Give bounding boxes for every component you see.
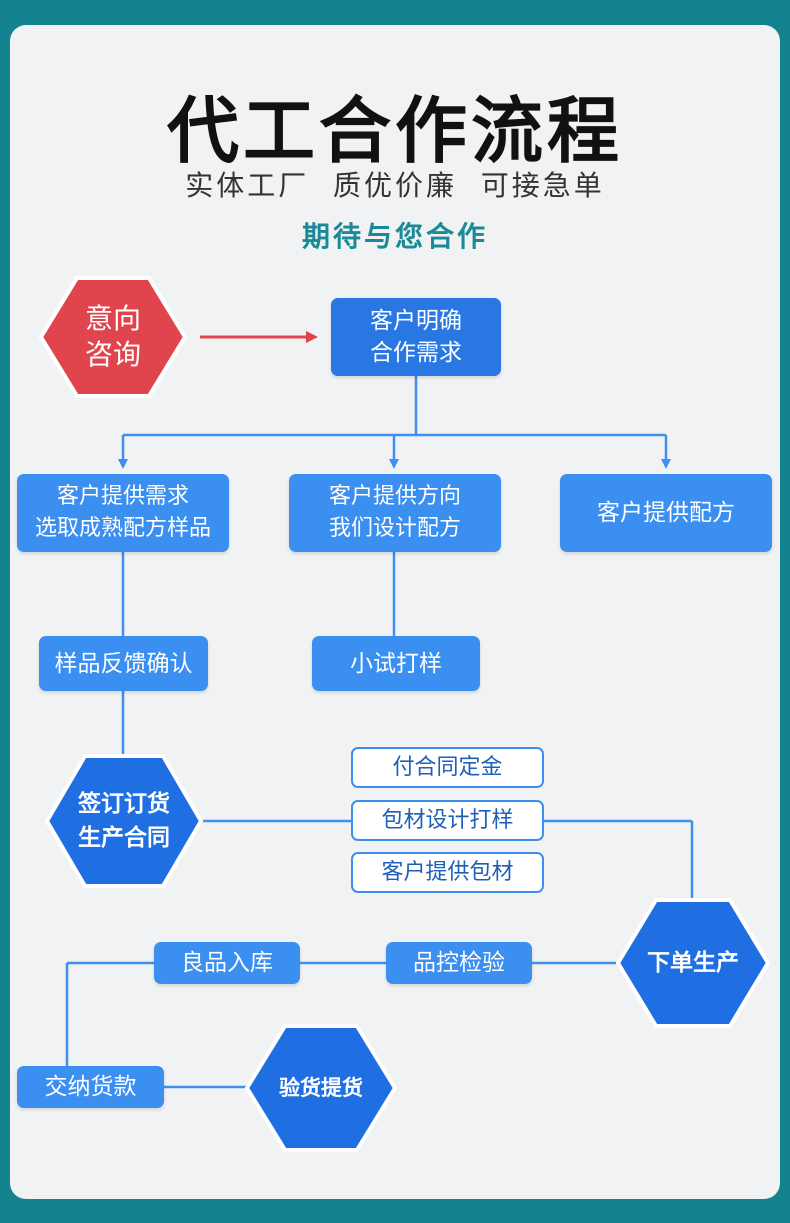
- hex-inquiry: [38, 276, 188, 398]
- node-clarify: 客户明确 合作需求: [331, 298, 501, 376]
- node-deposit: 付合同定金: [351, 747, 544, 788]
- node-provide-formula: 客户提供配方: [560, 474, 772, 552]
- node-inquiry: 意向 咨询: [84, 302, 141, 371]
- node-place-order: 下单生产: [647, 950, 739, 976]
- page-title: 代工合作流程: [166, 89, 623, 173]
- fulfillment-connectors: [65, 961, 620, 1089]
- hex-pickup: [244, 1024, 398, 1152]
- hex-sign-contract: [44, 754, 204, 888]
- node-packaging-design: 包材设计打样: [351, 800, 544, 841]
- node-trial-sample: 小试打样: [312, 636, 480, 691]
- node-quality-check: 品控检验: [386, 942, 532, 984]
- node-sample-feedback: 样品反馈确认: [39, 636, 208, 691]
- node-provide-needs: 客户提供需求 选取成熟配方样品: [17, 474, 229, 552]
- node-payment: 交纳货款: [17, 1066, 164, 1108]
- page-tagline: 期待与您合作: [301, 220, 488, 253]
- branch-connector: [118, 376, 671, 469]
- hex-place-order: [615, 898, 771, 1028]
- node-warehousing: 良品入库: [154, 942, 300, 984]
- node-sign-contract: 签订订货 生产合同: [78, 791, 170, 851]
- sample-connectors: [121, 552, 396, 758]
- contract-connectors: [198, 819, 694, 902]
- node-pickup: 验货提货: [279, 1076, 363, 1100]
- node-provide-direction: 客户提供方向 我们设计配方: [289, 474, 501, 552]
- page-subtitle: 实体工厂 质优价廉 可接急单: [185, 169, 605, 202]
- node-packaging-provided: 客户提供包材: [351, 852, 544, 893]
